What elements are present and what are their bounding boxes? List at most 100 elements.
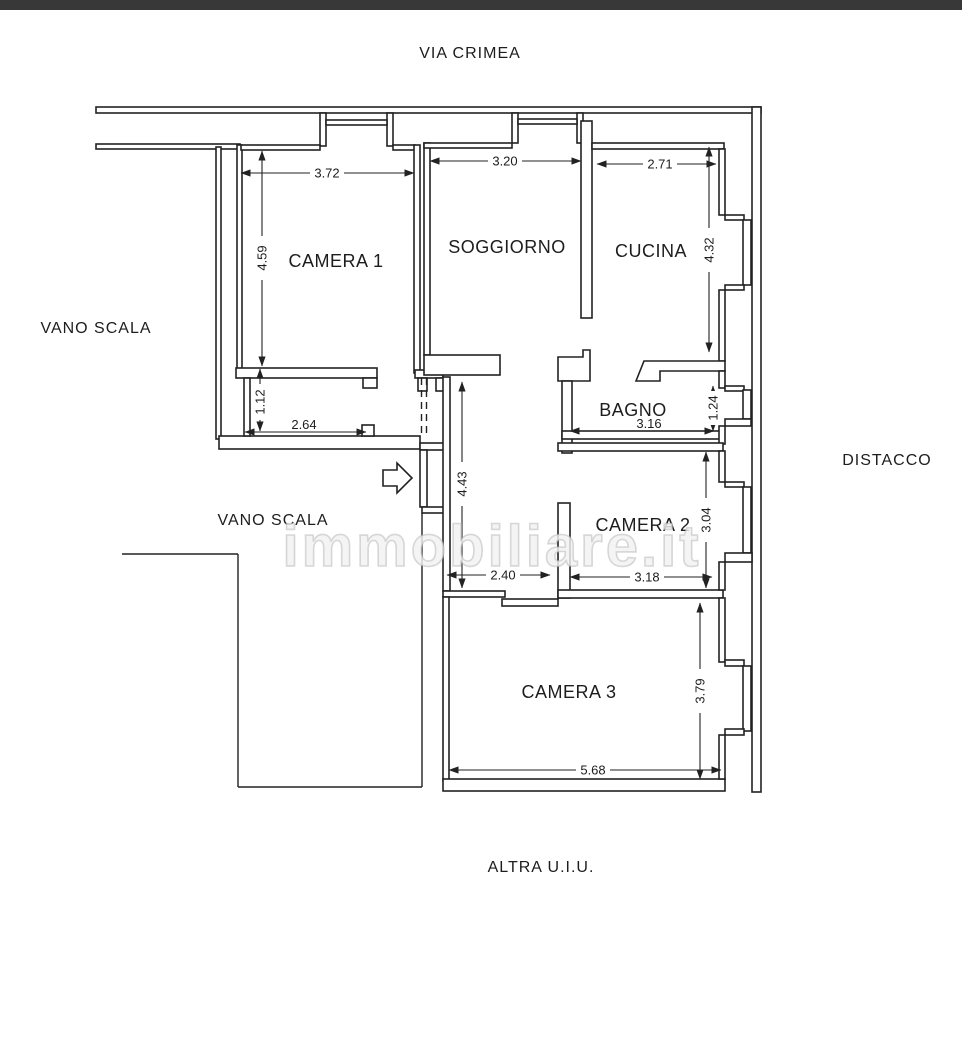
- dimension-bagno-width: 3.16: [569, 416, 715, 435]
- wall: [511, 112, 519, 144]
- wall: [419, 449, 428, 508]
- wall: [718, 425, 726, 445]
- room-label-cucina: CUCINA: [615, 241, 687, 261]
- dimension-corridor-width: 2.40: [446, 568, 551, 583]
- wall: [724, 214, 745, 221]
- svg-text:3.16: 3.16: [636, 416, 661, 431]
- top-bar: [0, 0, 962, 10]
- wall: [501, 598, 559, 607]
- dimension-camera3-depth: 3.79: [693, 602, 708, 780]
- svg-text:3.79: 3.79: [693, 678, 708, 703]
- wall: [319, 112, 327, 147]
- walls: [95, 106, 762, 793]
- room-label-soggiorno: SOGGIORNO: [448, 237, 566, 257]
- svg-text:4.59: 4.59: [255, 245, 270, 270]
- wall: [718, 289, 726, 362]
- svg-text:2.71: 2.71: [647, 157, 672, 172]
- stairwell-boundary: [122, 513, 423, 788]
- window: [742, 486, 752, 554]
- wall: [634, 360, 726, 382]
- wall: [215, 146, 222, 440]
- svg-text:2.40: 2.40: [490, 568, 515, 583]
- wall: [724, 418, 752, 427]
- wall: [724, 284, 745, 291]
- wall: [724, 385, 745, 392]
- wall: [243, 377, 251, 437]
- dimension-corridor-length: 4.43: [455, 381, 470, 589]
- room-label-bagno: BAGNO: [599, 400, 667, 420]
- entrance-arrow-icon: [382, 461, 414, 495]
- wall: [580, 120, 593, 319]
- room-label-camera-2: CAMERA 2: [595, 515, 690, 535]
- window: [742, 389, 752, 420]
- wall: [442, 778, 726, 792]
- wall: [218, 435, 421, 450]
- wall: [95, 106, 762, 114]
- window: [742, 665, 752, 732]
- dimension-camera3-width: 5.68: [448, 763, 722, 778]
- dimension-soggiorno-width: 3.20: [429, 154, 582, 169]
- stairwell-label-center: VANO SCALA: [217, 512, 328, 529]
- svg-text:3.20: 3.20: [492, 154, 517, 169]
- dimension-bagno-depth: 1.24: [706, 385, 721, 432]
- svg-text:3.18: 3.18: [634, 570, 659, 585]
- wall: [718, 370, 726, 389]
- dimension-closet-width: 2.64: [244, 417, 367, 436]
- wall: [423, 354, 501, 376]
- window: [742, 219, 752, 286]
- wall: [718, 561, 726, 591]
- entrance-door-dashed: [420, 378, 428, 436]
- wall: [718, 450, 726, 483]
- wall: [561, 380, 573, 454]
- wall: [724, 659, 745, 667]
- wall: [423, 142, 431, 356]
- wall: [718, 734, 726, 780]
- room-label-camera-1: CAMERA 1: [288, 251, 383, 271]
- wall: [413, 144, 421, 374]
- wall: [557, 442, 724, 452]
- wall: [557, 349, 591, 382]
- svg-text:3.72: 3.72: [314, 166, 339, 181]
- stairwell-label-left: VANO SCALA: [40, 320, 151, 337]
- wall: [718, 148, 726, 216]
- window-sill: [325, 119, 388, 126]
- bottom-area-label: ALTRA U.I.U.: [488, 859, 595, 876]
- wall: [417, 377, 428, 392]
- svg-text:1.12: 1.12: [253, 389, 268, 414]
- svg-text:1.24: 1.24: [706, 395, 721, 420]
- dimension-camera1-depth: 4.59: [255, 150, 270, 367]
- watermark: immobiliare.it: [282, 514, 701, 579]
- svg-text:3.04: 3.04: [699, 507, 714, 532]
- right-area-label: DISTACCO: [842, 452, 931, 469]
- svg-text:2.64: 2.64: [291, 417, 316, 432]
- dimension-camera2-width: 3.18: [569, 570, 713, 585]
- wall: [392, 144, 416, 151]
- wall: [557, 589, 724, 599]
- wall: [240, 144, 321, 151]
- wall: [724, 552, 753, 563]
- svg-text:5.68: 5.68: [580, 763, 605, 778]
- svg-text:4.43: 4.43: [455, 471, 470, 496]
- wall: [423, 142, 513, 149]
- wall: [751, 106, 762, 793]
- wall: [236, 144, 243, 374]
- wall: [724, 728, 745, 736]
- wall: [235, 367, 378, 379]
- dimension-camera2-depth: 3.04: [699, 451, 714, 589]
- dimension-camera1-width: 3.72: [240, 166, 415, 181]
- wall: [561, 430, 724, 440]
- dimension-cucina-depth: 4.32: [702, 146, 717, 353]
- dimension-closet-depth: 1.12: [253, 368, 268, 432]
- wall: [591, 142, 725, 150]
- wall: [718, 597, 726, 663]
- svg-text:4.32: 4.32: [702, 237, 717, 262]
- wall: [442, 596, 450, 782]
- street-label: VIA CRIMEA: [419, 45, 521, 62]
- wall: [724, 481, 745, 488]
- dimension-cucina-width: 2.71: [596, 157, 717, 172]
- wall: [442, 590, 506, 598]
- window-sill: [517, 118, 578, 125]
- room-label-camera-3: CAMERA 3: [521, 682, 616, 702]
- door-jamb: [362, 377, 378, 389]
